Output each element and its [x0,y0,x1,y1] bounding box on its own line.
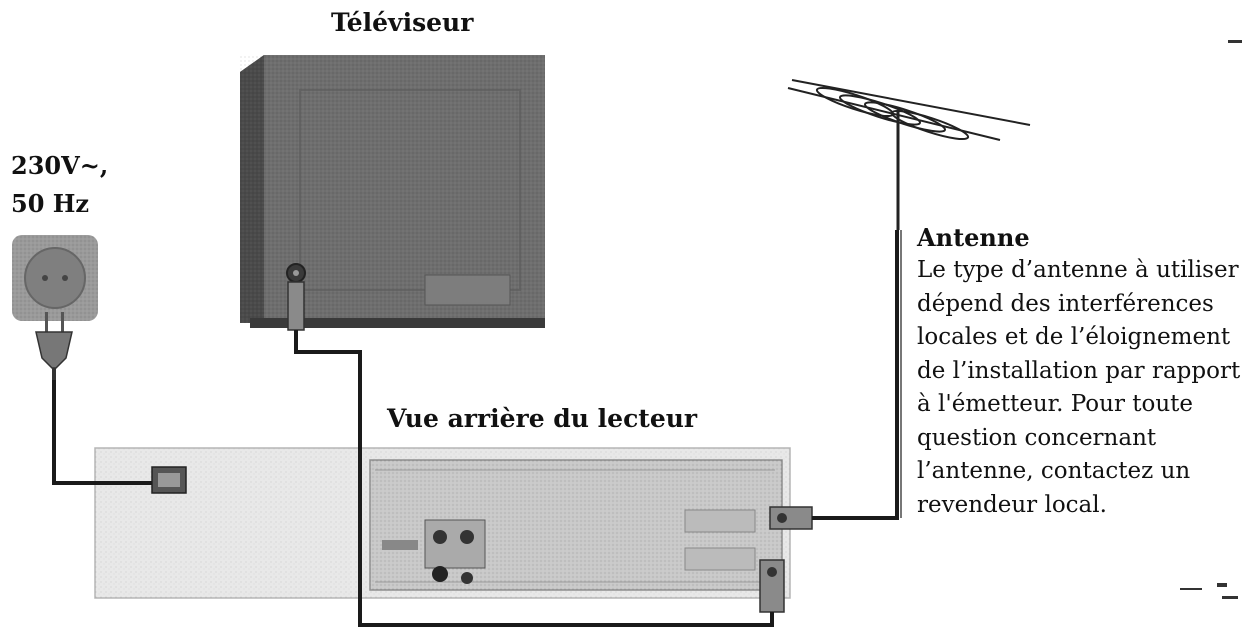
antenna-cable [812,230,899,520]
antenna-title: Antenne [917,223,1030,252]
antenna-description: Le type d’antenne à utiliser dépend des … [917,254,1247,522]
television-label: Téléviseur [331,8,474,37]
antenna-description-line: de l’installation par rapport [917,357,1241,384]
power-inlet [151,466,187,494]
power-voltage-text: 230V~, [11,151,109,180]
player-rear-label: Vue arrière du lecteur [387,404,698,433]
tv-cable [294,330,774,627]
power-plug [35,312,73,380]
antenna-description-line: à l'émetteur. Pour toute [917,391,1193,417]
television [240,55,545,331]
power-supply-label: 230V~, 50 Hz [11,147,108,223]
antenna-description-line: locales et de l’éloignement [917,324,1231,350]
wall-outlet [12,235,98,321]
player-rear [94,447,813,613]
antenna-description-line: l’antenne, contactez un [917,458,1191,484]
antenna [787,79,1031,230]
cables [52,230,899,627]
rf-in-jack [769,506,813,530]
antenna-description-line: revendeur local. [917,491,1107,518]
av-connectors [382,519,486,584]
tv-antenna-jack [286,263,306,331]
antenna-description-line: question concernant [917,424,1157,451]
antenna-info: Antenne Le type d’antenne à utiliser dép… [917,222,1247,522]
scan-specks [1180,40,1242,599]
antenna-description-line: Le type d’antenne à utiliser [917,257,1239,283]
antenna-description-line: dépend des interférences [917,290,1214,317]
rf-out-jack [759,559,785,613]
power-frequency-text: 50 Hz [11,189,90,218]
power-cable [52,380,152,485]
